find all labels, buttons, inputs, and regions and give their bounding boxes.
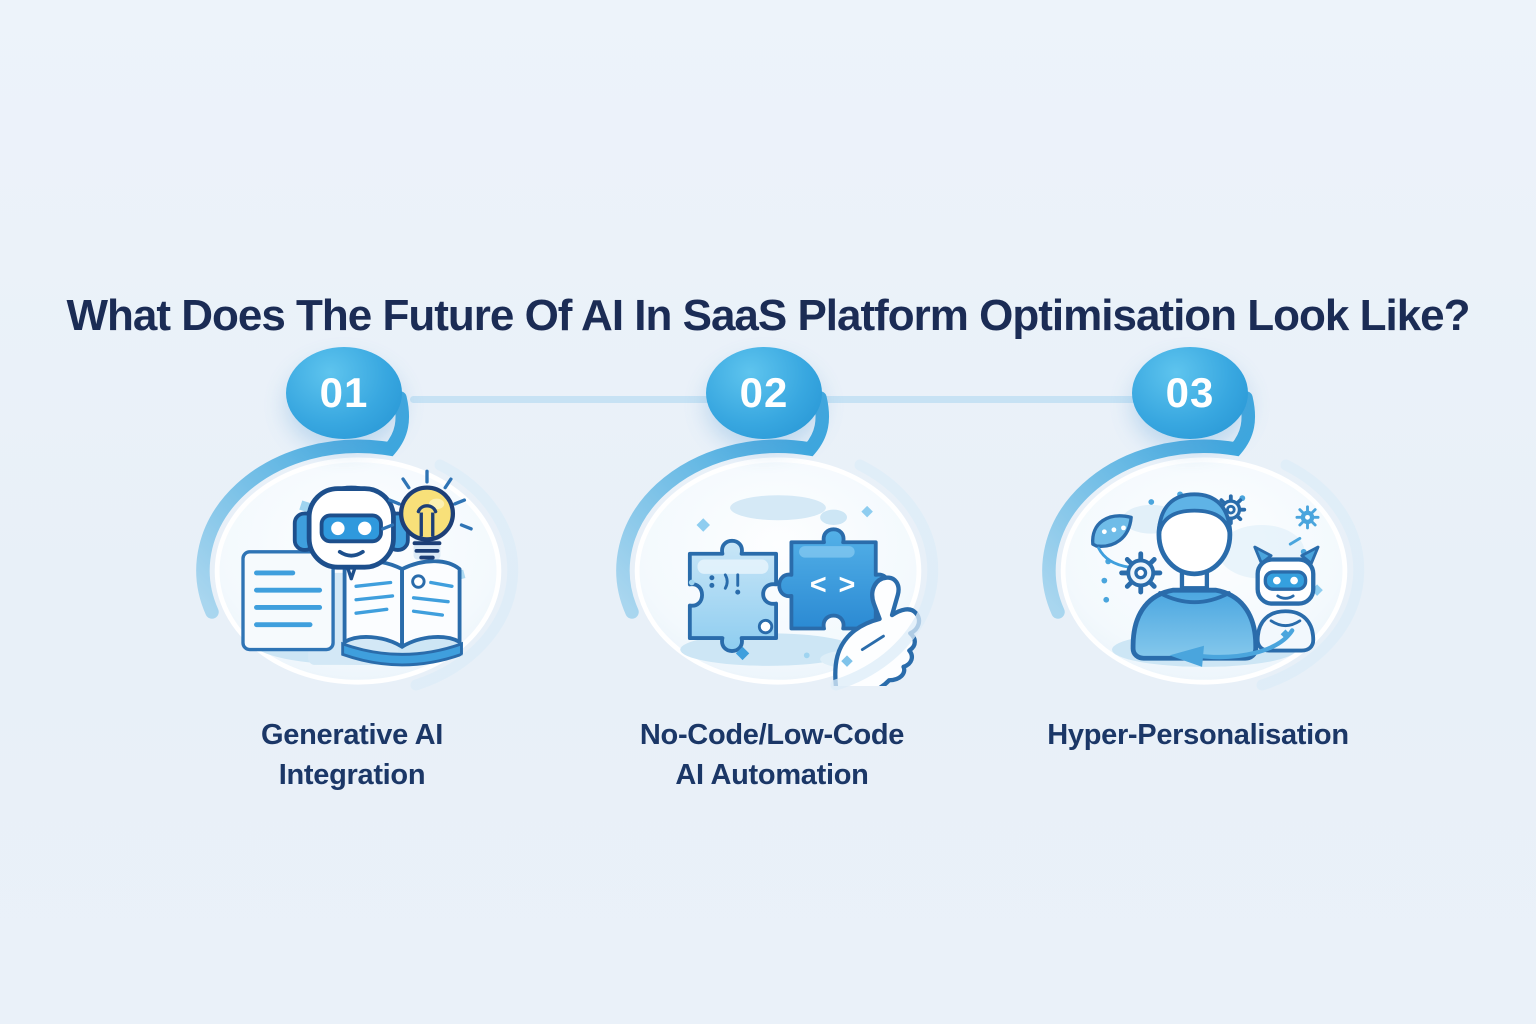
step-number: 02	[739, 369, 789, 416]
step-number: 01	[319, 369, 369, 416]
step-number-badge-3: 03	[1132, 347, 1248, 439]
step-number: 03	[1165, 369, 1215, 416]
step-label-line1: Hyper-Personalisation	[1047, 719, 1349, 751]
step-swirl-decoration	[616, 391, 939, 691]
puzzle-hand-icon: < >	[634, 457, 922, 686]
step-label-3: Hyper-Personalisation	[1018, 715, 1378, 755]
hand-icon	[833, 575, 922, 686]
sparkle-icons	[688, 505, 873, 667]
sync-arrow-icon	[1169, 628, 1295, 667]
step-group-1: 01 Generative AI Integration	[172, 336, 532, 816]
open-book-icon	[341, 559, 463, 667]
robot-book-lightbulb-icon	[214, 457, 502, 685]
step-number-badge-2: 02	[706, 347, 822, 439]
step-label-1: Generative AI Integration	[172, 715, 532, 795]
step-group-3: 03 Hyper-Personalisation	[1018, 336, 1378, 816]
gear-icon	[1295, 505, 1320, 530]
step-label-line2: AI Automation	[675, 759, 869, 791]
step-label-2: No-Code/Low-Code AI Automation	[592, 715, 952, 795]
page-title: What Does The Future Of AI In SaaS Platf…	[66, 291, 1470, 341]
leaf-icon	[1091, 514, 1133, 569]
person-icon	[1130, 492, 1259, 661]
dash-decoration	[1288, 536, 1302, 546]
step-group-2: < >	[592, 336, 952, 816]
lightbulb-icon	[381, 469, 473, 560]
robot-head-icon	[292, 485, 410, 581]
person-robot-loop-icon	[1060, 457, 1348, 685]
code-glyph-text: < >	[810, 569, 857, 601]
step-swirl-decoration	[1042, 391, 1365, 691]
small-robot-icon	[1253, 545, 1320, 653]
step-swirl-decoration	[196, 391, 519, 691]
step-label-line1: No-Code/Low-Code	[639, 719, 905, 751]
step-label-line1: Generative AI	[261, 719, 443, 751]
step-number-badge-1: 01	[286, 347, 402, 439]
step-label-line2: Integration	[278, 759, 426, 791]
puzzle-piece-light-icon	[687, 538, 778, 653]
gear-icon	[1119, 551, 1163, 595]
